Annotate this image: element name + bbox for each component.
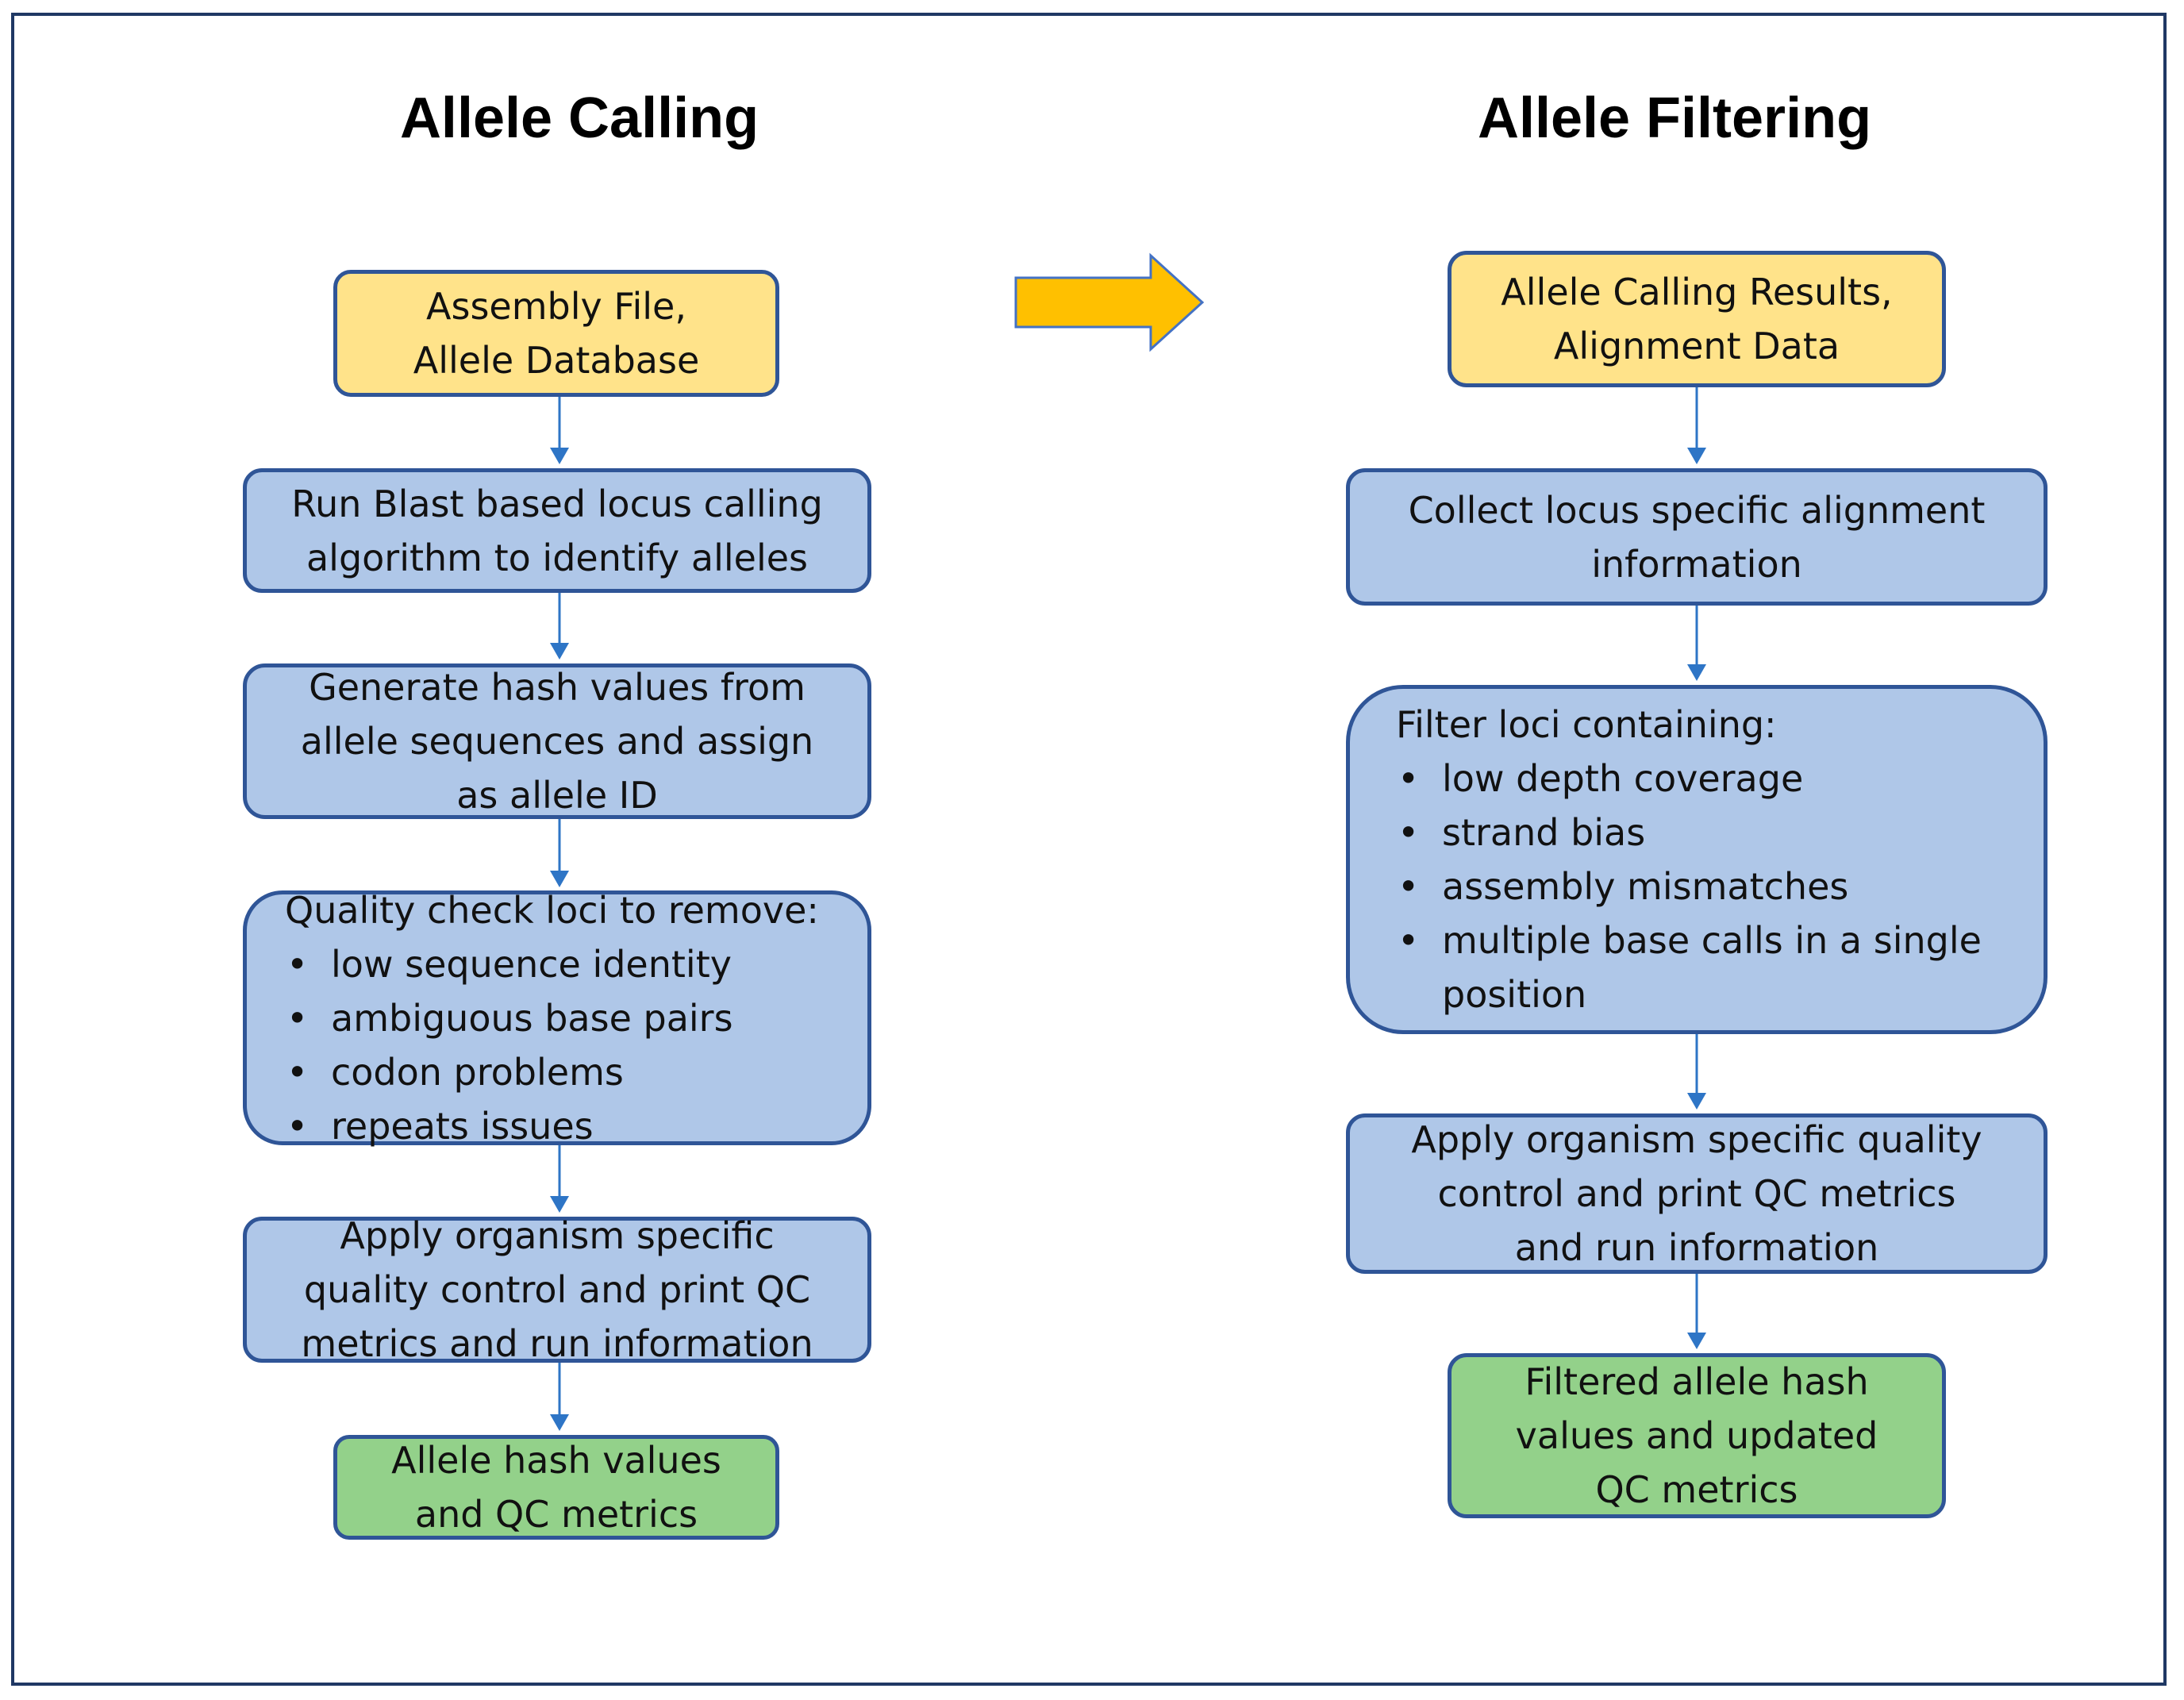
calling-results-input-box: Allele Calling Results, Alignment Data xyxy=(1448,251,1946,387)
hash-values-text: Generate hash values from allele sequenc… xyxy=(300,666,814,817)
organism-qc-text: Apply organism specific quality control … xyxy=(301,1214,813,1365)
filter-loci-heading: Filter loci containing: xyxy=(1396,703,1777,746)
calling-results-input-text: Allele Calling Results, Alignment Data xyxy=(1501,271,1893,367)
filtered-hash-output-text: Filtered allele hash values and updated … xyxy=(1515,1360,1878,1511)
quality-check-heading: Quality check loci to remove: xyxy=(285,888,819,932)
allele-hash-output-box: Allele hash values and QC metrics xyxy=(333,1435,779,1540)
organism-qc-text-right: Apply organism specific quality control … xyxy=(1411,1118,1982,1269)
collect-alignment-box: Collect locus specific alignment informa… xyxy=(1346,468,2048,606)
collect-alignment-text: Collect locus specific alignment informa… xyxy=(1408,488,1986,586)
organism-qc-box: Apply organism specific quality control … xyxy=(243,1214,871,1365)
list-item: multiple base calls in a single position xyxy=(1396,913,2012,1021)
allele-hash-output-text: Allele hash values and QC metrics xyxy=(391,1439,721,1536)
diagram-frame xyxy=(11,13,2167,1686)
blast-locus-calling-text: Run Blast based locus calling algorithm … xyxy=(291,482,823,579)
organism-qc-box-right: Apply organism specific quality control … xyxy=(1346,1113,2048,1274)
quality-check-list: low sequence identity ambiguous base pai… xyxy=(285,937,733,1153)
allele-calling-title: Allele Calling xyxy=(399,87,759,150)
filter-loci-list: low depth coverage strand bias assembly … xyxy=(1396,752,2012,1021)
filter-loci-box: Filter loci containing: low depth covera… xyxy=(1346,685,2048,1034)
filtered-hash-output-box: Filtered allele hash values and updated … xyxy=(1448,1353,1946,1518)
hash-values-box: Generate hash values from allele sequenc… xyxy=(243,663,871,819)
list-item: low depth coverage xyxy=(1396,752,2012,806)
list-item: codon problems xyxy=(285,1045,733,1099)
blast-locus-calling-box: Run Blast based locus calling algorithm … xyxy=(243,468,871,593)
assembly-input-text: Assembly File, Allele Database xyxy=(413,285,700,382)
assembly-input-box: Assembly File, Allele Database xyxy=(333,270,779,397)
allele-filtering-title: Allele Filtering xyxy=(1477,87,1872,150)
list-item: repeats issues xyxy=(285,1099,733,1153)
quality-check-box: Quality check loci to remove: low sequen… xyxy=(243,889,871,1153)
list-item: low sequence identity xyxy=(285,937,733,991)
list-item: strand bias xyxy=(1396,806,2012,860)
list-item: ambiguous base pairs xyxy=(285,991,733,1045)
list-item: assembly mismatches xyxy=(1396,860,2012,913)
